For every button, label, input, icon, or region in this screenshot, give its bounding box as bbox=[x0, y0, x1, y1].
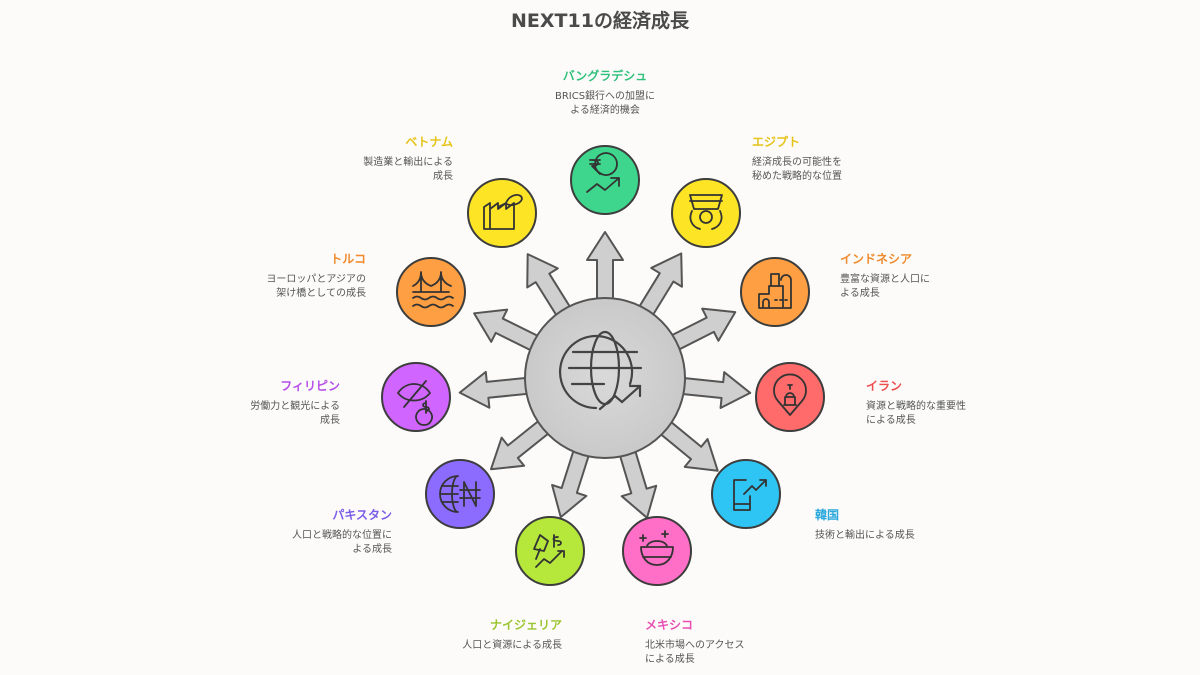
country-name: イラン bbox=[866, 379, 903, 393]
label-pakistan: パキスタン人口と戦略的な位置による成長 bbox=[192, 506, 392, 557]
label-bangladesh: バングラデシュ BRICS銀行への加盟による経済的機会 bbox=[505, 67, 705, 118]
description-line: 技術と輸出による成長 bbox=[815, 530, 915, 541]
description-line: 架け橋としての成長 bbox=[276, 288, 366, 299]
country-name: フィリピン bbox=[280, 379, 340, 393]
factory-leaf-icon bbox=[483, 194, 523, 230]
page-title: NEXT11の経済成長 bbox=[511, 10, 689, 32]
node-vietnam[interactable] bbox=[467, 178, 537, 248]
pakistan-circle bbox=[425, 459, 495, 529]
node-iran[interactable] bbox=[755, 362, 825, 432]
country-description: 資源と戦略的な重要性による成長 bbox=[866, 400, 1066, 428]
eye-off-dollar-icon bbox=[397, 380, 433, 426]
label-indonesia: インドネシア豊富な資源と人口による成長 bbox=[840, 250, 1040, 301]
description-line: よる成長 bbox=[352, 544, 392, 555]
country-description: 豊富な資源と人口による成長 bbox=[840, 273, 1040, 301]
label-egypt: エジプト経済成長の可能性を秘めた戦略的な位置 bbox=[752, 133, 952, 184]
country-name: パキスタン bbox=[332, 508, 392, 522]
megaphone-dollar-growth-icon bbox=[533, 534, 565, 568]
rupee-growth-icon bbox=[586, 152, 620, 193]
description-line: 北米市場へのアクセス bbox=[645, 640, 745, 651]
description-line: 労働力と観光による bbox=[250, 401, 340, 412]
mexico-circle bbox=[622, 516, 692, 586]
country-name: ナイジェリア bbox=[489, 618, 562, 632]
country-name: バングラデシュ bbox=[562, 69, 648, 83]
node-turkey[interactable] bbox=[396, 257, 466, 327]
node-bangladesh[interactable] bbox=[570, 145, 640, 215]
label-iran: イラン資源と戦略的な重要性による成長 bbox=[866, 377, 1066, 428]
vietnam-circle bbox=[467, 178, 537, 248]
node-korea[interactable] bbox=[711, 459, 781, 529]
country-description: 経済成長の可能性を秘めた戦略的な位置 bbox=[752, 156, 952, 184]
label-vietnam: ベトナム製造業と輸出による成長 bbox=[253, 133, 453, 184]
philippines-circle bbox=[381, 362, 451, 432]
bowl-hands-icon bbox=[689, 194, 723, 230]
description-line: 製造業と輸出による bbox=[363, 157, 453, 168]
description-line: 経済成長の可能性を bbox=[752, 157, 842, 168]
description-line: 成長 bbox=[320, 415, 340, 426]
description-line: による成長 bbox=[866, 415, 916, 426]
country-description: 労働力と観光による成長 bbox=[140, 400, 340, 428]
description-line: BRICS銀行への加盟に bbox=[554, 91, 656, 102]
description-line: よる経済的機会 bbox=[570, 105, 640, 116]
country-description: 製造業と輸出による成長 bbox=[253, 156, 453, 184]
description-line: 豊富な資源と人口に bbox=[840, 274, 930, 285]
korea-circle bbox=[711, 459, 781, 529]
country-name: メキシコ bbox=[645, 618, 694, 632]
node-philippines[interactable] bbox=[381, 362, 451, 432]
country-name: トルコ bbox=[330, 252, 366, 266]
location-tower-icon bbox=[773, 373, 807, 416]
node-mexico[interactable] bbox=[622, 516, 692, 586]
label-nigeria: ナイジェリア人口と資源による成長 bbox=[362, 616, 562, 653]
hub-circle bbox=[524, 297, 686, 459]
description-line: 人口と戦略的な位置に bbox=[292, 530, 392, 541]
node-egypt[interactable] bbox=[671, 178, 741, 248]
description-line: よる成長 bbox=[840, 288, 880, 299]
description-line: 資源と戦略的な重要性 bbox=[866, 401, 966, 412]
node-indonesia[interactable] bbox=[740, 257, 810, 327]
label-korea: 韓国技術と輸出による成長 bbox=[815, 506, 1015, 543]
country-name: ベトナム bbox=[405, 135, 453, 149]
egypt-circle bbox=[671, 178, 741, 248]
country-name: 韓国 bbox=[815, 508, 840, 522]
country-description: 人口と戦略的な位置による成長 bbox=[192, 529, 392, 557]
description-line: ヨーロッパとアジアの bbox=[266, 274, 366, 285]
description-line: 秘めた戦略的な位置 bbox=[752, 171, 842, 182]
description-line: による成長 bbox=[645, 654, 695, 665]
gold-ingot-icon bbox=[639, 530, 674, 566]
factory-tanks-icon bbox=[758, 273, 792, 309]
globe-growth-icon bbox=[559, 330, 643, 411]
bridge-icon bbox=[412, 271, 454, 309]
country-description: 技術と輸出による成長 bbox=[815, 529, 1015, 543]
label-philippines: フィリピン労働力と観光による成長 bbox=[140, 377, 340, 428]
country-description: ヨーロッパとアジアの架け橋としての成長 bbox=[166, 273, 366, 301]
globe-naira-icon bbox=[439, 475, 481, 513]
label-mexico: メキシコ北米市場へのアクセスによる成長 bbox=[645, 616, 845, 667]
bangladesh-circle bbox=[570, 145, 640, 215]
description-line: 成長 bbox=[433, 171, 453, 182]
description-line: 人口と資源による成長 bbox=[462, 640, 562, 651]
mobile-growth-icon bbox=[733, 479, 767, 511]
country-name: エジプト bbox=[752, 135, 801, 149]
indonesia-circle bbox=[740, 257, 810, 327]
nigeria-circle bbox=[515, 516, 585, 586]
label-turkey: トルコヨーロッパとアジアの架け橋としての成長 bbox=[166, 250, 366, 301]
node-pakistan[interactable] bbox=[425, 459, 495, 529]
country-description: 人口と資源による成長 bbox=[362, 639, 562, 653]
country-description: 北米市場へのアクセスによる成長 bbox=[645, 639, 845, 667]
country-name: インドネシア bbox=[840, 252, 913, 266]
node-nigeria[interactable] bbox=[515, 516, 585, 586]
country-description: BRICS銀行への加盟による経済的機会 bbox=[505, 90, 705, 118]
